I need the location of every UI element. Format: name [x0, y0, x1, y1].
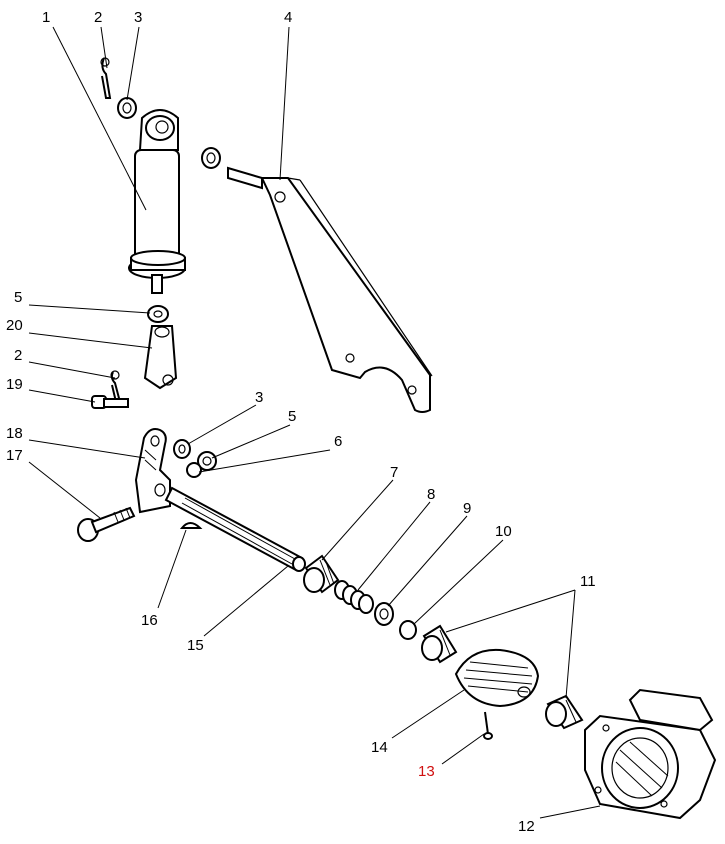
callout-6: 6	[334, 433, 342, 450]
callout-11: 11	[580, 573, 596, 590]
part-2-cotter-pin-top	[100, 57, 112, 99]
part-7-bushing	[303, 554, 340, 594]
part-8-spring	[334, 580, 374, 614]
leader-lines	[28, 26, 601, 819]
part-10-snap-ring	[399, 620, 417, 640]
callout-12: 12	[518, 818, 535, 835]
part-2-cotter-pin-lower	[110, 370, 122, 403]
part-15-shaft	[164, 486, 306, 572]
callout-2-lower: 2	[14, 347, 22, 364]
callout-5-lower: 5	[288, 408, 296, 425]
part-1-cylinder	[128, 109, 186, 294]
part-18-lever	[134, 428, 171, 514]
part-3-washer-top	[117, 97, 137, 119]
part-16-key	[179, 522, 203, 529]
washer-bracket	[201, 147, 221, 169]
callout-labels: 1 2 3 4 5 20 2 19 3 5 18 6 17 7 8 9 10 1…	[6, 9, 596, 835]
callout-13: 13	[418, 763, 435, 780]
part-11-bushing-lower	[545, 694, 584, 730]
callout-19: 19	[6, 376, 23, 393]
callout-16: 16	[141, 612, 158, 629]
part-13-bolt	[483, 711, 493, 740]
callout-20: 20	[6, 317, 23, 334]
part-19-pin	[91, 395, 129, 409]
part-17-bolt	[77, 506, 136, 542]
callout-3-top: 3	[134, 9, 142, 26]
callout-17: 17	[6, 447, 23, 464]
part-5-nut-lower	[197, 451, 217, 471]
callout-1: 1	[42, 9, 50, 26]
part-6-lock-washer	[186, 462, 202, 478]
part-4-bracket	[227, 166, 433, 413]
part-12-housing	[584, 688, 717, 820]
callout-5-upper: 5	[14, 289, 22, 306]
callout-14: 14	[371, 739, 388, 756]
part-3-washer-lower	[173, 439, 191, 459]
part-20-clevis	[143, 325, 178, 390]
part-9-washer	[374, 602, 394, 626]
callout-15: 15	[187, 637, 204, 654]
callout-7: 7	[390, 464, 398, 481]
callout-2-top: 2	[94, 9, 102, 26]
callout-8: 8	[427, 486, 435, 503]
part-11-bushing-upper	[421, 624, 458, 664]
callout-3-lower: 3	[255, 389, 263, 406]
part-14-cover	[454, 648, 540, 708]
callout-18: 18	[6, 425, 23, 442]
part-5-nut-upper	[147, 305, 169, 323]
callout-10: 10	[495, 523, 512, 540]
callout-9: 9	[463, 500, 471, 517]
callout-4: 4	[284, 9, 292, 26]
